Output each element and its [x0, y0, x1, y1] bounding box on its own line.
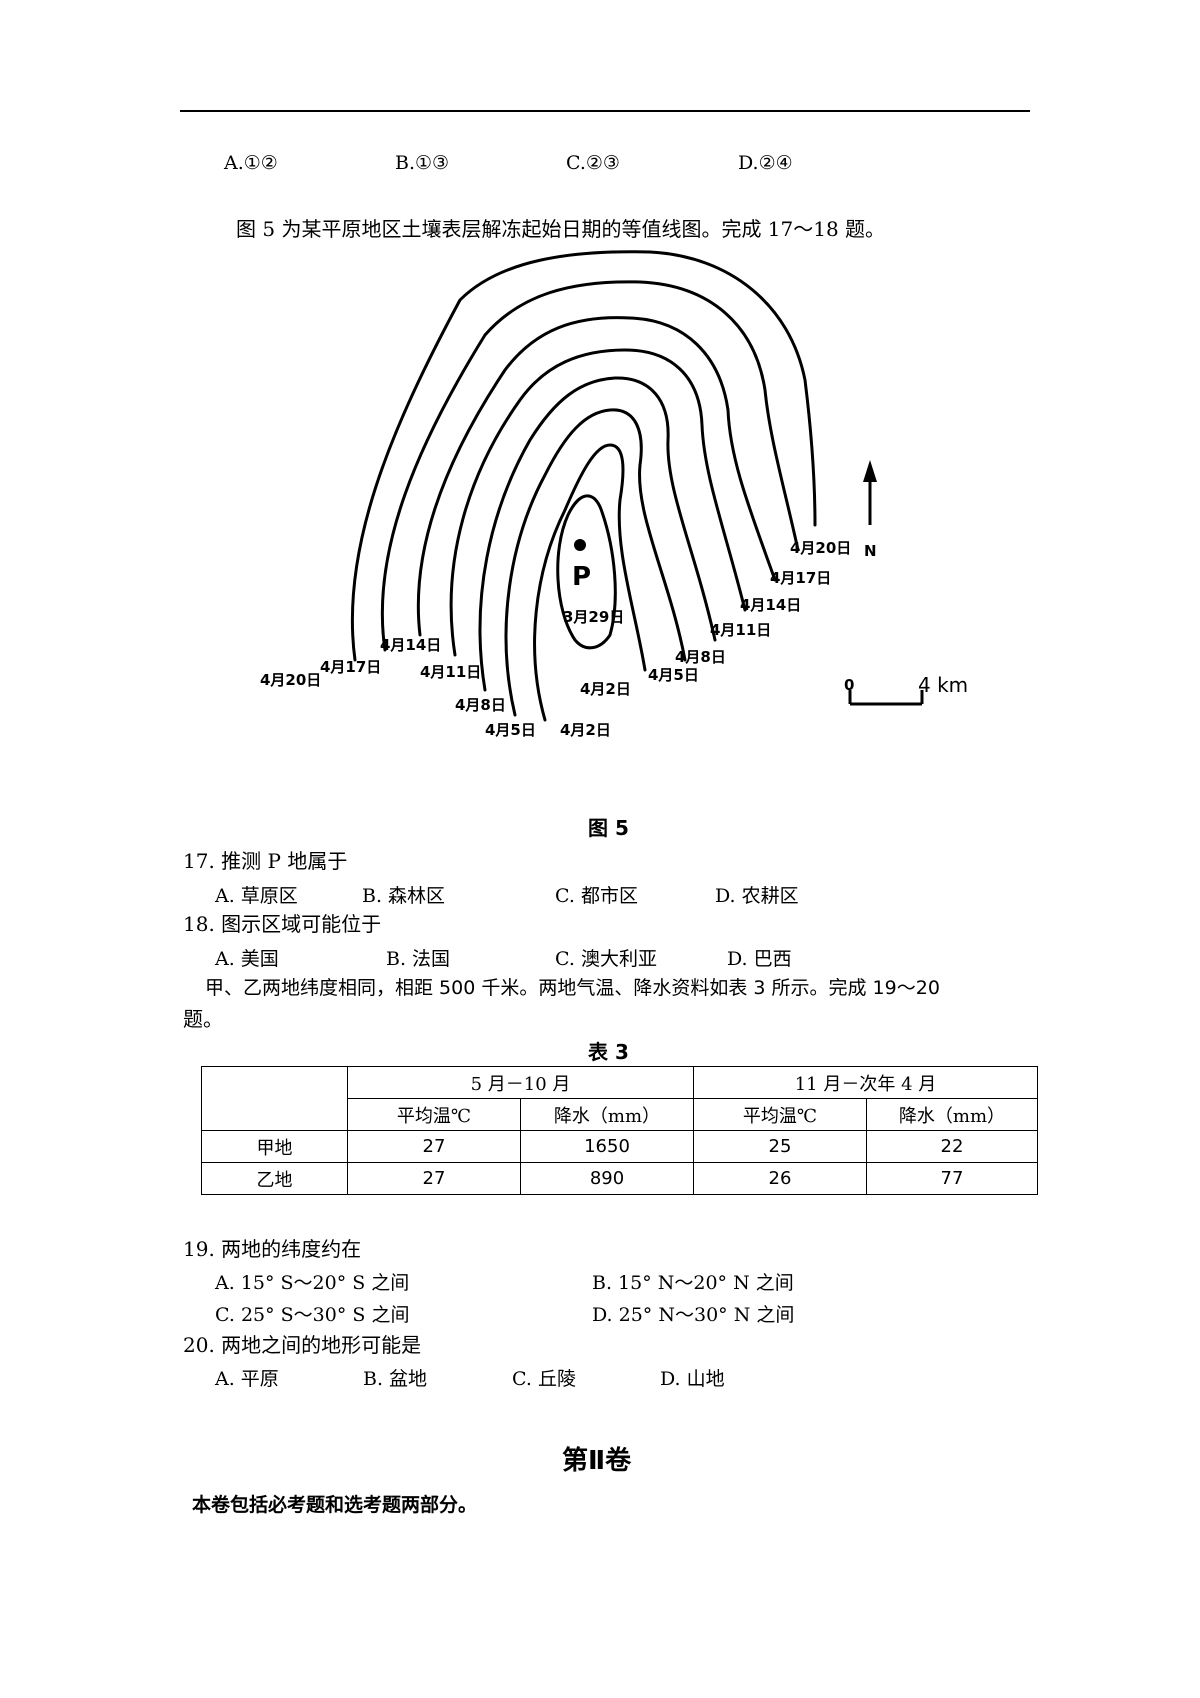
- isoline-map-svg: P 3月29日 4月20日 4月17日 4月14日 4月11日 4月8日 4月5…: [260, 250, 968, 739]
- q19-stem: 19. 两地的纬度约在: [183, 1237, 362, 1261]
- q20-stem: 20. 两地之间的地形可能是: [183, 1333, 422, 1357]
- q17-option-b[interactable]: B. 森林区: [362, 885, 446, 907]
- north-arrow-icon: [863, 460, 877, 525]
- cell-precip-1: 1650: [520, 1130, 694, 1163]
- header-precip-1: 降水（mm）: [520, 1098, 694, 1131]
- header-period-2: 11 月－次年 4 月: [693, 1066, 1038, 1099]
- label-left-0414: 4月14日: [380, 636, 441, 654]
- q18-option-c[interactable]: C. 澳大利亚: [555, 948, 657, 970]
- q19-option-b[interactable]: B. 15° N～20° N 之间: [592, 1272, 794, 1294]
- row-name: 甲地: [201, 1130, 348, 1163]
- cell-temp-1: 27: [347, 1162, 521, 1195]
- q19-option-a[interactable]: A. 15° S～20° S 之间: [215, 1272, 410, 1294]
- isoline-0329: [556, 494, 617, 650]
- q18-option-a[interactable]: A. 美国: [215, 948, 279, 970]
- isoline-0417: [380, 280, 800, 652]
- q17-option-a[interactable]: A. 草原区: [215, 885, 298, 907]
- label-center: 3月29日: [563, 608, 624, 626]
- cell-temp-1: 27: [347, 1130, 521, 1163]
- label-right-0405: 4月5日: [648, 666, 699, 684]
- q17-stem: 17. 推测 P 地属于: [183, 849, 348, 873]
- isoline-0411: [449, 348, 747, 657]
- row-name: 乙地: [201, 1162, 348, 1195]
- q16-option-a[interactable]: A.①②: [224, 152, 278, 174]
- table-caption: 表 3: [588, 1040, 629, 1064]
- header-temp-2: 平均温℃: [693, 1098, 867, 1131]
- header-period-1: 5 月－10 月: [347, 1066, 694, 1099]
- intro-19-20-line2: 题。: [183, 1007, 223, 1031]
- q16-option-d[interactable]: D.②④: [738, 152, 793, 174]
- label-left-0411: 4月11日: [420, 663, 481, 681]
- cell-temp-2: 25: [693, 1130, 867, 1163]
- header-precip-2: 降水（mm）: [866, 1098, 1038, 1131]
- isoline-0414: [416, 316, 777, 637]
- q17-option-c[interactable]: C. 都市区: [555, 885, 638, 907]
- label-left-0417: 4月17日: [320, 658, 381, 676]
- figure-caption: 图 5: [588, 816, 629, 840]
- q18-option-d[interactable]: D. 巴西: [727, 948, 792, 970]
- table-subheader-row: 平均温℃ 降水（mm） 平均温℃ 降水（mm）: [202, 1098, 1038, 1131]
- cell-precip-2: 22: [866, 1130, 1038, 1163]
- q20-option-c[interactable]: C. 丘陵: [512, 1368, 576, 1390]
- q18-option-b[interactable]: B. 法国: [386, 948, 451, 970]
- header-rule: [180, 110, 1030, 112]
- point-p-marker: [574, 539, 586, 551]
- label-right-0414: 4月14日: [740, 596, 801, 614]
- label-left-0420: 4月20日: [260, 671, 321, 689]
- q19-option-c[interactable]: C. 25° S～30° S 之间: [215, 1304, 410, 1326]
- isoline-0402: [533, 443, 647, 722]
- isolines: [350, 250, 817, 722]
- label-right-0402: 4月2日: [580, 680, 631, 698]
- section-note: 本卷包括必考题和选考题两部分。: [192, 1494, 478, 1516]
- isoline-0420: [350, 250, 817, 662]
- cell-precip-1: 890: [520, 1162, 694, 1195]
- q20-option-d[interactable]: D. 山地: [660, 1368, 725, 1390]
- climate-table: 5 月－10 月 11 月－次年 4 月 平均温℃ 降水（mm） 平均温℃ 降水…: [201, 1066, 1038, 1195]
- q18-stem: 18. 图示区域可能位于: [183, 912, 382, 936]
- label-right-0420: 4月20日: [790, 539, 851, 557]
- table-row: 甲地 27 1650 25 22: [201, 1130, 1038, 1163]
- q19-option-d[interactable]: D. 25° N～30° N 之间: [592, 1304, 795, 1326]
- intro-17-18: 图 5 为某平原地区土壤表层解冻起始日期的等值线图。完成 17～18 题。: [236, 217, 886, 241]
- isoline-map: P 3月29日 4月20日 4月17日 4月14日 4月11日 4月8日 4月5…: [260, 250, 970, 795]
- table-row: 乙地 27 890 26 77: [201, 1162, 1038, 1195]
- header-temp-1: 平均温℃: [347, 1098, 521, 1131]
- scale-bar: [848, 690, 924, 706]
- scale-zero: 0: [844, 676, 854, 694]
- q20-option-b[interactable]: B. 盆地: [363, 1368, 428, 1390]
- cell-temp-2: 26: [693, 1162, 867, 1195]
- q16-option-b[interactable]: B.①③: [395, 152, 450, 174]
- label-left-0408: 4月8日: [455, 696, 506, 714]
- label-right-0411: 4月11日: [710, 621, 771, 639]
- table-header-row: 5 月－10 月 11 月－次年 4 月: [201, 1066, 1038, 1131]
- label-right-0408: 4月8日: [675, 648, 726, 666]
- scale-label: 4 km: [918, 673, 968, 697]
- q16-option-c[interactable]: C.②③: [566, 152, 620, 174]
- section-title: 第Ⅱ卷: [562, 1446, 632, 1476]
- north-label: N: [864, 542, 877, 560]
- point-p-label: P: [572, 562, 591, 592]
- intro-19-20-line1: 甲、乙两地纬度相同，相距 500 千米。两地气温、降水资料如表 3 所示。完成 …: [205, 977, 940, 999]
- isoline-0405: [504, 408, 687, 717]
- table-corner-cell: [201, 1066, 348, 1131]
- q17-option-d[interactable]: D. 农耕区: [715, 885, 799, 907]
- label-right-0417: 4月17日: [770, 569, 831, 587]
- isoline-0408: [478, 376, 717, 692]
- q20-option-a[interactable]: A. 平原: [215, 1368, 279, 1390]
- cell-precip-2: 77: [866, 1162, 1038, 1195]
- label-left-0405: 4月5日: [485, 721, 536, 739]
- label-left-0402: 4月2日: [560, 721, 611, 739]
